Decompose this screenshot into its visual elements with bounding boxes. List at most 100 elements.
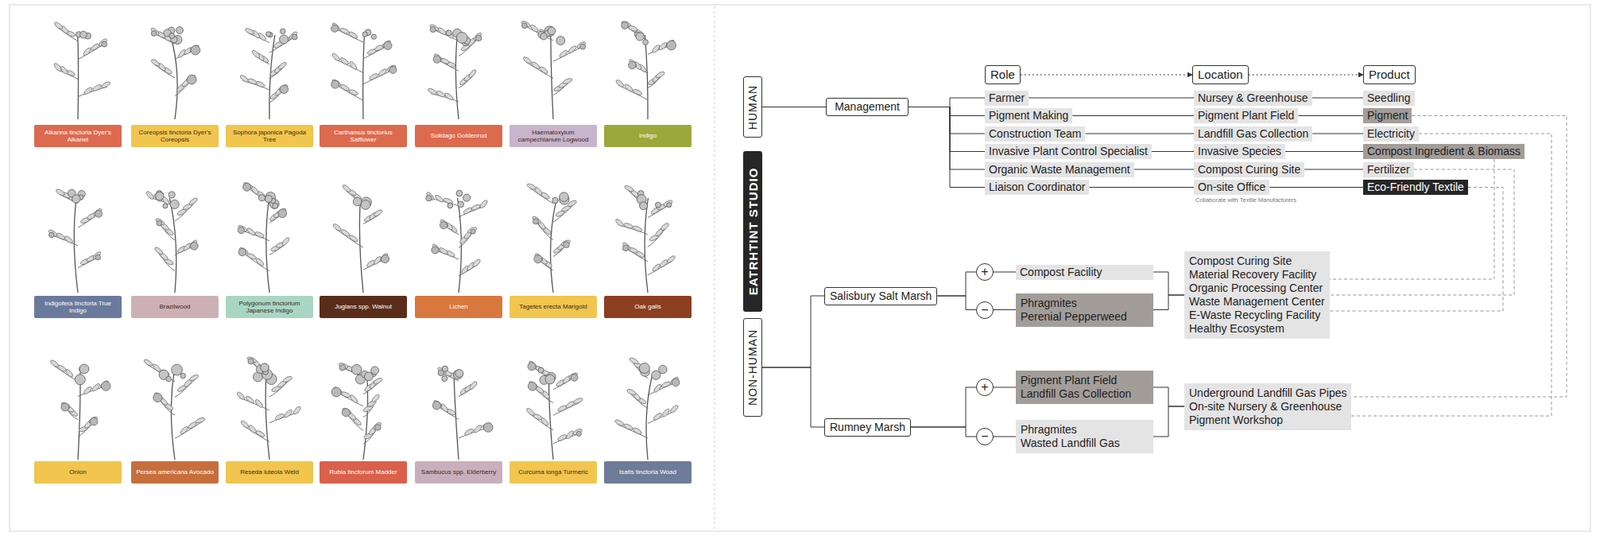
node-text: Compost Curing Site: [1189, 254, 1325, 268]
plant-drawing: [53, 21, 112, 120]
dye-plant-label: Persea americana Avocado: [131, 461, 219, 484]
node-text: Underground Landfill Gas Pipes: [1189, 386, 1347, 400]
tree-connector: [1072, 115, 1194, 117]
node-text: Persea americana Avocado: [133, 468, 217, 477]
dye-plant-label: Coreopsis tinctoria Dyer's Coreopsis: [131, 124, 219, 148]
asset-box: Compost Facility: [1015, 264, 1154, 280]
plant-drawing: [237, 181, 291, 293]
site-box: Salisbury Salt Marsh: [824, 286, 938, 306]
product-link: [1329, 169, 1515, 295]
tree-connector: [937, 271, 977, 296]
plant-drawing: [520, 19, 587, 120]
plant-drawing: [332, 183, 390, 293]
product-link: [1329, 158, 1495, 279]
tree-connector: [1153, 406, 1185, 437]
node-text: Liaison Coordinator: [988, 180, 1085, 194]
node-text: Perenial Pepperweed: [1020, 309, 1149, 324]
node-text: Wasted Landfill Gas: [1020, 436, 1149, 450]
node-text: Electricity: [1367, 127, 1415, 141]
dye-plant-label: Sophora japonica Pagoda Tree: [225, 124, 314, 148]
node-text: HUMAN: [746, 84, 760, 129]
plant-drawing: [145, 189, 199, 293]
product-box: Electricity: [1363, 126, 1419, 142]
node-text: Pigment Making: [988, 108, 1069, 123]
tree-connector: [762, 106, 826, 108]
node-text: Material Recovery Facility: [1189, 267, 1325, 282]
minus-circle: −: [976, 427, 994, 446]
tree-connector: [1088, 186, 1194, 188]
node-text: Invasive Species: [1197, 144, 1282, 159]
plant-drawing: [236, 356, 303, 460]
tree-connector: [1151, 151, 1194, 152]
tree-connector: [1285, 151, 1364, 152]
plant-drawing: [526, 182, 578, 293]
column-header: Product: [1363, 65, 1416, 85]
node-text: EATRHTINT STUDIO: [746, 167, 760, 296]
location-box: Invasive Species: [1193, 143, 1286, 159]
frame-border: [9, 4, 1591, 531]
product-box: Seedling: [1363, 90, 1415, 106]
facility-list: Underground Landfill Gas PipesOn-site Nu…: [1184, 383, 1352, 431]
tree-connector: [908, 107, 985, 117]
plant-drawing: [614, 184, 676, 293]
node-text: Tagetes erecta Marigold: [511, 302, 595, 311]
dye-plant-label: Oak galls: [604, 295, 692, 318]
plant-drawing: [331, 22, 397, 120]
tree-connector: [993, 309, 1016, 310]
tree-connector: [1312, 97, 1364, 99]
node-text: Solidago Goldenrod: [417, 131, 500, 140]
node-text: Phragmites: [1020, 422, 1149, 437]
location-box: Nursey & Greenhouse: [1193, 90, 1313, 106]
node-text: Compost Ingredient & Biomass: [1367, 144, 1521, 159]
node-text: −: [976, 302, 993, 318]
plant-drawing: [47, 187, 103, 293]
product-box: Pigment: [1363, 108, 1412, 124]
node-text: Rumney Marsh: [829, 420, 906, 434]
node-text: Pigment Plant Field: [1020, 373, 1149, 388]
tree-connector: [908, 107, 985, 188]
role-box: Invasive Plant Control Specialist: [984, 143, 1152, 159]
tree-connector: [910, 387, 977, 427]
node-text: Juglans spp. Walnut: [321, 302, 405, 311]
dye-plant-label: Rubia tinctorum Madder: [319, 461, 407, 484]
dye-plant-label: Alkanna tinctoria Dyer's Alkanet: [34, 124, 122, 148]
location-box: On-site Office: [1193, 179, 1270, 195]
tree-connector: [1028, 97, 1194, 99]
node-text: Polygonum tinctorium Japanese Indigo: [228, 299, 311, 315]
node-text: Pigment Workshop: [1189, 413, 1347, 427]
node-text: Waste Management Center: [1189, 294, 1325, 309]
node-text: Location: [1197, 67, 1244, 82]
tree-connector: [1084, 133, 1194, 135]
tree-connector: [1269, 186, 1364, 188]
category-tab: HUMAN: [743, 76, 763, 138]
node-text: Isatis tinctoria Woad: [606, 468, 690, 477]
dye-plant-label: Sambucus spp. Elderberry: [414, 461, 503, 484]
node-text: Pigment Plant Field: [1197, 108, 1294, 123]
tree-connector: [1134, 169, 1194, 171]
node-text: Organic Waste Management: [988, 162, 1131, 177]
node-text: Management: [831, 100, 903, 114]
node-text: Compost Facility: [1019, 265, 1150, 279]
node-text: −: [976, 428, 993, 444]
node-text: Reseda luteola Weld: [228, 468, 311, 477]
node-text: Onion: [36, 468, 120, 477]
location-box: Compost Curing Site: [1193, 162, 1305, 178]
node-text: Brazilwood: [133, 302, 217, 311]
tree-connector: [908, 107, 985, 171]
node-text: Oak galls: [606, 302, 690, 311]
facility-list: Compost Curing SiteMaterial Recovery Fac…: [1184, 251, 1330, 339]
product-box: Eco-Friendly Textile: [1363, 179, 1469, 195]
issue-box: PhragmitesPerenial Pepperweed: [1015, 293, 1154, 327]
role-box: Organic Waste Management: [984, 162, 1135, 178]
plant-drawing: [432, 365, 493, 460]
dye-plant-label: Tagetes erecta Marigold: [509, 295, 597, 318]
node-text: Sophora japonica Pagoda Tree: [228, 128, 311, 144]
node-text: Fertilizer: [1367, 162, 1411, 177]
node-text: Landfill Gas Collection: [1197, 127, 1309, 141]
plant-drawing: [331, 361, 384, 460]
dye-plant-label: Haematoxylum campechianum Logwood: [509, 124, 597, 148]
node-text: On-site Nursery & Greenhouse: [1189, 399, 1347, 414]
dye-plant-label: Solidago Goldenrod: [414, 124, 503, 148]
